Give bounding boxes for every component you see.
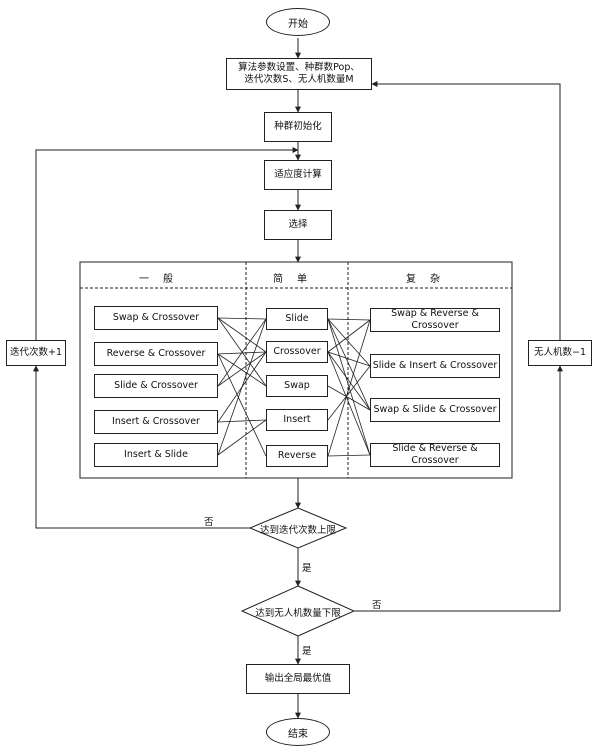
general-op-label: Swap & Crossover xyxy=(112,312,200,323)
simple-op-label: Crossover xyxy=(273,346,321,357)
operator-connector-line xyxy=(217,318,267,456)
simple-op-label: Slide xyxy=(285,313,309,324)
complex-op-box: Slide & Insert & Crossover xyxy=(370,354,500,378)
general-op-label: Insert & Slide xyxy=(124,449,188,460)
general-op-label: Reverse & Crossover xyxy=(106,348,206,359)
operator-connector-line xyxy=(327,351,371,456)
end-label: 结束 xyxy=(288,728,308,740)
operator-connector-line xyxy=(327,454,371,457)
branch-no-iterations: 否 xyxy=(204,517,214,528)
start-label: 开始 xyxy=(288,18,308,30)
simple-op-label: Reverse xyxy=(277,450,317,461)
operator-connector-line xyxy=(327,318,371,321)
decision-diamond-uav xyxy=(240,585,356,637)
init-label: 种群初始化 xyxy=(274,121,322,132)
simple-op-label: Insert xyxy=(283,414,311,425)
group-header-simple: 简单 xyxy=(273,274,321,285)
general-op-box: Insert & Slide xyxy=(94,443,218,467)
general-op-box: Slide & Crossover xyxy=(94,374,218,398)
select-box: 选择 xyxy=(264,210,332,240)
complex-op-box: Swap & Slide & Crossover xyxy=(370,398,500,422)
group-header-complex: 复杂 xyxy=(406,274,454,285)
fitness-box: 适应度计算 xyxy=(264,160,332,190)
complex-op-label: Swap & Reverse & Crossover xyxy=(391,308,479,331)
operator-connector-line xyxy=(217,419,267,456)
simple-op-box: Insert xyxy=(266,409,328,431)
decision-diamond-iterations xyxy=(248,507,348,549)
operator-connectors xyxy=(217,317,371,457)
decision-iterations-label: 达到迭代次数上限 xyxy=(259,525,336,536)
operator-connector-line xyxy=(327,351,371,367)
simple-op-box: Swap xyxy=(266,375,328,397)
output-box: 输出全局最优值 xyxy=(246,664,350,694)
output-label: 输出全局最优值 xyxy=(264,673,332,684)
general-op-box: Reverse & Crossover xyxy=(94,342,218,366)
select-label: 选择 xyxy=(288,219,308,230)
decision-uav-label: 达到无人机数量下限 xyxy=(255,608,341,619)
iteration-loop-arrows xyxy=(33,147,299,529)
operator-connector-line xyxy=(217,351,267,387)
params-box: 算法参数设置、种群数Pop、迭代次数S、无人机数量M xyxy=(226,58,372,90)
general-op-label: Insert & Crossover xyxy=(112,416,200,427)
operator-connector-line xyxy=(327,318,371,411)
init-box: 种群初始化 xyxy=(264,112,332,142)
operator-connector-line xyxy=(217,353,267,387)
start-oval: 开始 xyxy=(266,8,330,36)
operator-connector-line xyxy=(327,318,371,456)
end-oval: 结束 xyxy=(266,718,330,746)
iteration-increment-box: 迭代次数+1 xyxy=(6,340,66,366)
complex-op-label: Slide & Reverse & Crossover xyxy=(392,443,478,466)
uav-loop-arrows xyxy=(346,81,563,612)
general-op-label: Slide & Crossover xyxy=(114,380,198,391)
complex-op-label: Slide & Insert & Crossover xyxy=(372,360,498,371)
branch-no-uav: 否 xyxy=(372,600,382,611)
operator-connector-line xyxy=(217,317,267,353)
group-header-general: 一般 xyxy=(139,274,187,285)
simple-op-box: Reverse xyxy=(266,445,328,467)
operator-connector-line xyxy=(217,317,267,320)
general-op-box: Swap & Crossover xyxy=(94,306,218,330)
params-line2: 迭代次数S、无人机数量M xyxy=(244,74,354,85)
uav-decrement-label: 无人机数−1 xyxy=(533,347,586,358)
operator-connector-line xyxy=(217,419,267,423)
complex-op-box: Slide & Reverse & Crossover xyxy=(370,443,500,467)
iteration-increment-label: 迭代次数+1 xyxy=(9,347,62,358)
simple-op-label: Swap xyxy=(284,380,310,391)
operator-connector-line xyxy=(327,365,371,421)
params-line1: 算法参数设置、种群数Pop、 xyxy=(238,62,360,73)
complex-op-box: Swap & Reverse & Crossover xyxy=(370,308,500,332)
operator-connector-line xyxy=(327,351,371,411)
operator-connector-line xyxy=(217,317,267,387)
complex-op-label: Swap & Slide & Crossover xyxy=(373,404,497,415)
branch-yes-uav: 是 xyxy=(302,646,312,657)
simple-op-box: Crossover xyxy=(266,341,328,363)
uav-decrement-box: 无人机数−1 xyxy=(528,340,592,366)
operator-connector-line xyxy=(327,319,371,353)
operator-connector-line xyxy=(327,318,371,367)
fitness-label: 适应度计算 xyxy=(274,169,322,180)
simple-op-box: Slide xyxy=(266,308,328,330)
operator-connector-line xyxy=(217,353,267,457)
operator-connector-line xyxy=(327,385,371,411)
branch-yes-iterations: 是 xyxy=(302,563,312,574)
general-op-box: Insert & Crossover xyxy=(94,410,218,434)
